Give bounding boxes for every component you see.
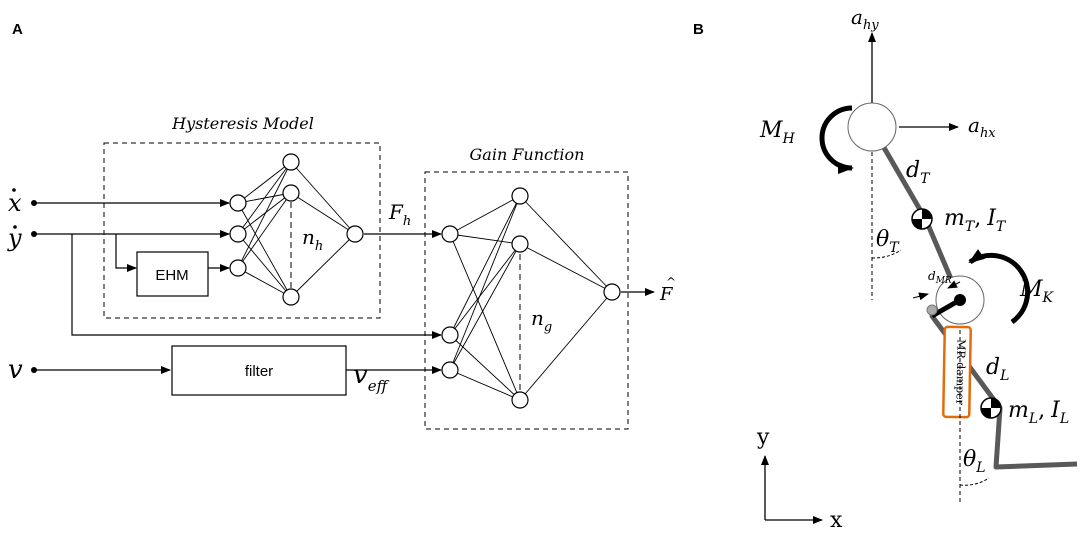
hysteresis-model-title: Hysteresis Model [171,114,314,133]
theta-l-label: θL [963,447,986,476]
filter-box [171,345,347,396]
ng-label: ng [531,306,552,335]
output-f-label: F [659,284,674,305]
mk-moment-arrow [968,249,1031,325]
input-x-dot-label: x [8,189,22,217]
hyst-hidden-node-1 [282,153,300,171]
hysteresis-model-box [103,142,381,319]
gain-nodes [441,187,621,409]
gain-hidden-node-1 [511,187,529,205]
hyst-input-node-1 [229,194,247,212]
mk-label: MK [1019,277,1055,306]
ehm-label: EHM [155,267,188,284]
x-dot-mark [12,188,16,192]
input-y-dot-label: y [7,224,22,252]
dmr-arrow-left [912,292,929,301]
panel-a: A Hysteresis Model Gain Function x y v [7,21,676,430]
gain-output-node [603,283,621,301]
shank-com-marker [980,397,1002,419]
v-eff-label: veff [353,360,390,395]
dl-label: dL [986,355,1009,384]
mh-moment-arrow [819,105,854,174]
gain-function-box [424,171,629,430]
x-axis-label: x [830,508,843,533]
dmr-label: dMR [928,269,952,286]
gain-input-node-3 [441,361,459,379]
dt-label: dT [906,158,931,187]
fh-label: Fh [388,200,411,229]
hyst-output-node [346,225,364,243]
gain-input-node-1 [441,225,459,243]
panel-b: B ahy ahx MH dT mT,IT θT [693,5,1078,533]
theta-t-label: θT [876,227,900,256]
gain-input-node-2 [441,326,459,344]
hyst-input-node-2 [229,225,247,243]
gain-hidden-node-3 [511,391,529,409]
y-axis-label: y [756,425,770,450]
mr-damper-body [942,325,972,419]
input-wires [34,199,655,374]
mt-it-label: mT,IT [944,206,1007,235]
panel-b-letter: B [693,21,704,38]
hyst-hidden-node-3 [282,288,300,306]
ml-il-label: mL,IL [1008,398,1069,427]
dmr-arrow-right [947,280,961,289]
gain-function-title: Gain Function [470,145,585,164]
hysteresis-network-edges [237,161,356,298]
gain-network-edges [449,195,613,401]
ehm-box [136,251,209,297]
gain-hidden-node-2 [511,235,529,253]
hyst-hidden-node-2 [282,184,300,202]
hysteresis-nodes [229,153,364,306]
output-hat-mark: ^ [666,275,676,289]
hip-joint [847,102,897,152]
y-dot-mark [13,225,17,229]
mh-label: MH [759,118,796,147]
filter-label: filter [245,363,273,380]
mr-damper: MR damper [942,325,972,419]
ahy-label: ahy [851,5,879,33]
panel-a-letter: A [12,21,23,38]
ahx-label: ahx [968,113,996,141]
nh-label: nh [302,225,323,254]
input-v-label: v [8,355,23,385]
thigh-com-marker [911,208,933,230]
hyst-input-node-3 [229,259,247,277]
knee-center [954,294,966,306]
theta-l-arc [959,477,990,486]
theta-t-arc [871,249,902,259]
damper-mount-point [926,304,938,316]
